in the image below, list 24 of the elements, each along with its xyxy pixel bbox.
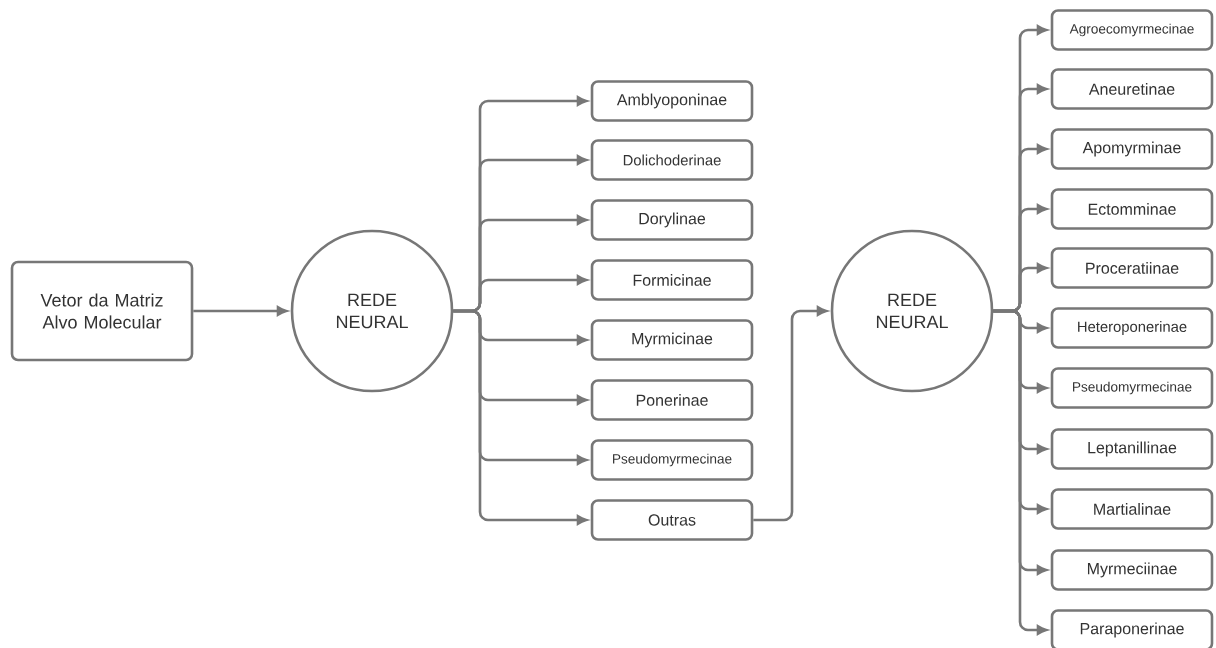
class-box: Leptanillinae <box>1050 428 1214 470</box>
class-box: Pseudomyrmecinae <box>590 439 754 481</box>
class-box: Dolichoderinae <box>590 139 754 181</box>
class-box: Proceratiinae <box>1050 247 1214 289</box>
class-box: Dorylinae <box>590 199 754 241</box>
class-box: Amblyoponinae <box>590 80 754 122</box>
arrow <box>993 309 1048 635</box>
arrow <box>193 306 288 316</box>
class-box: Paraponerinae <box>1050 609 1214 648</box>
class-box: Myrmicinae <box>590 319 754 361</box>
class-box: Martialinae <box>1050 488 1214 530</box>
input-box: Vetor da Matriz Alvo Molecular <box>10 260 194 362</box>
class-box: Agroecomyrmecinae <box>1050 9 1214 51</box>
class-box: Ectomminae <box>1050 188 1214 230</box>
class-box: Heteroponerinae <box>1050 307 1214 349</box>
class-box: Pseudomyrmecinae <box>1050 367 1214 409</box>
arrow <box>453 309 588 525</box>
class-box: Myrmeciinae <box>1050 549 1214 591</box>
class-box: Formicinae <box>590 259 754 301</box>
arrow <box>753 306 828 522</box>
class-box: Ponerinae <box>590 379 754 421</box>
class-box: Apomyrminae <box>1050 128 1214 170</box>
class-box: Aneuretinae <box>1050 68 1214 110</box>
class-box: Outras <box>590 499 754 541</box>
